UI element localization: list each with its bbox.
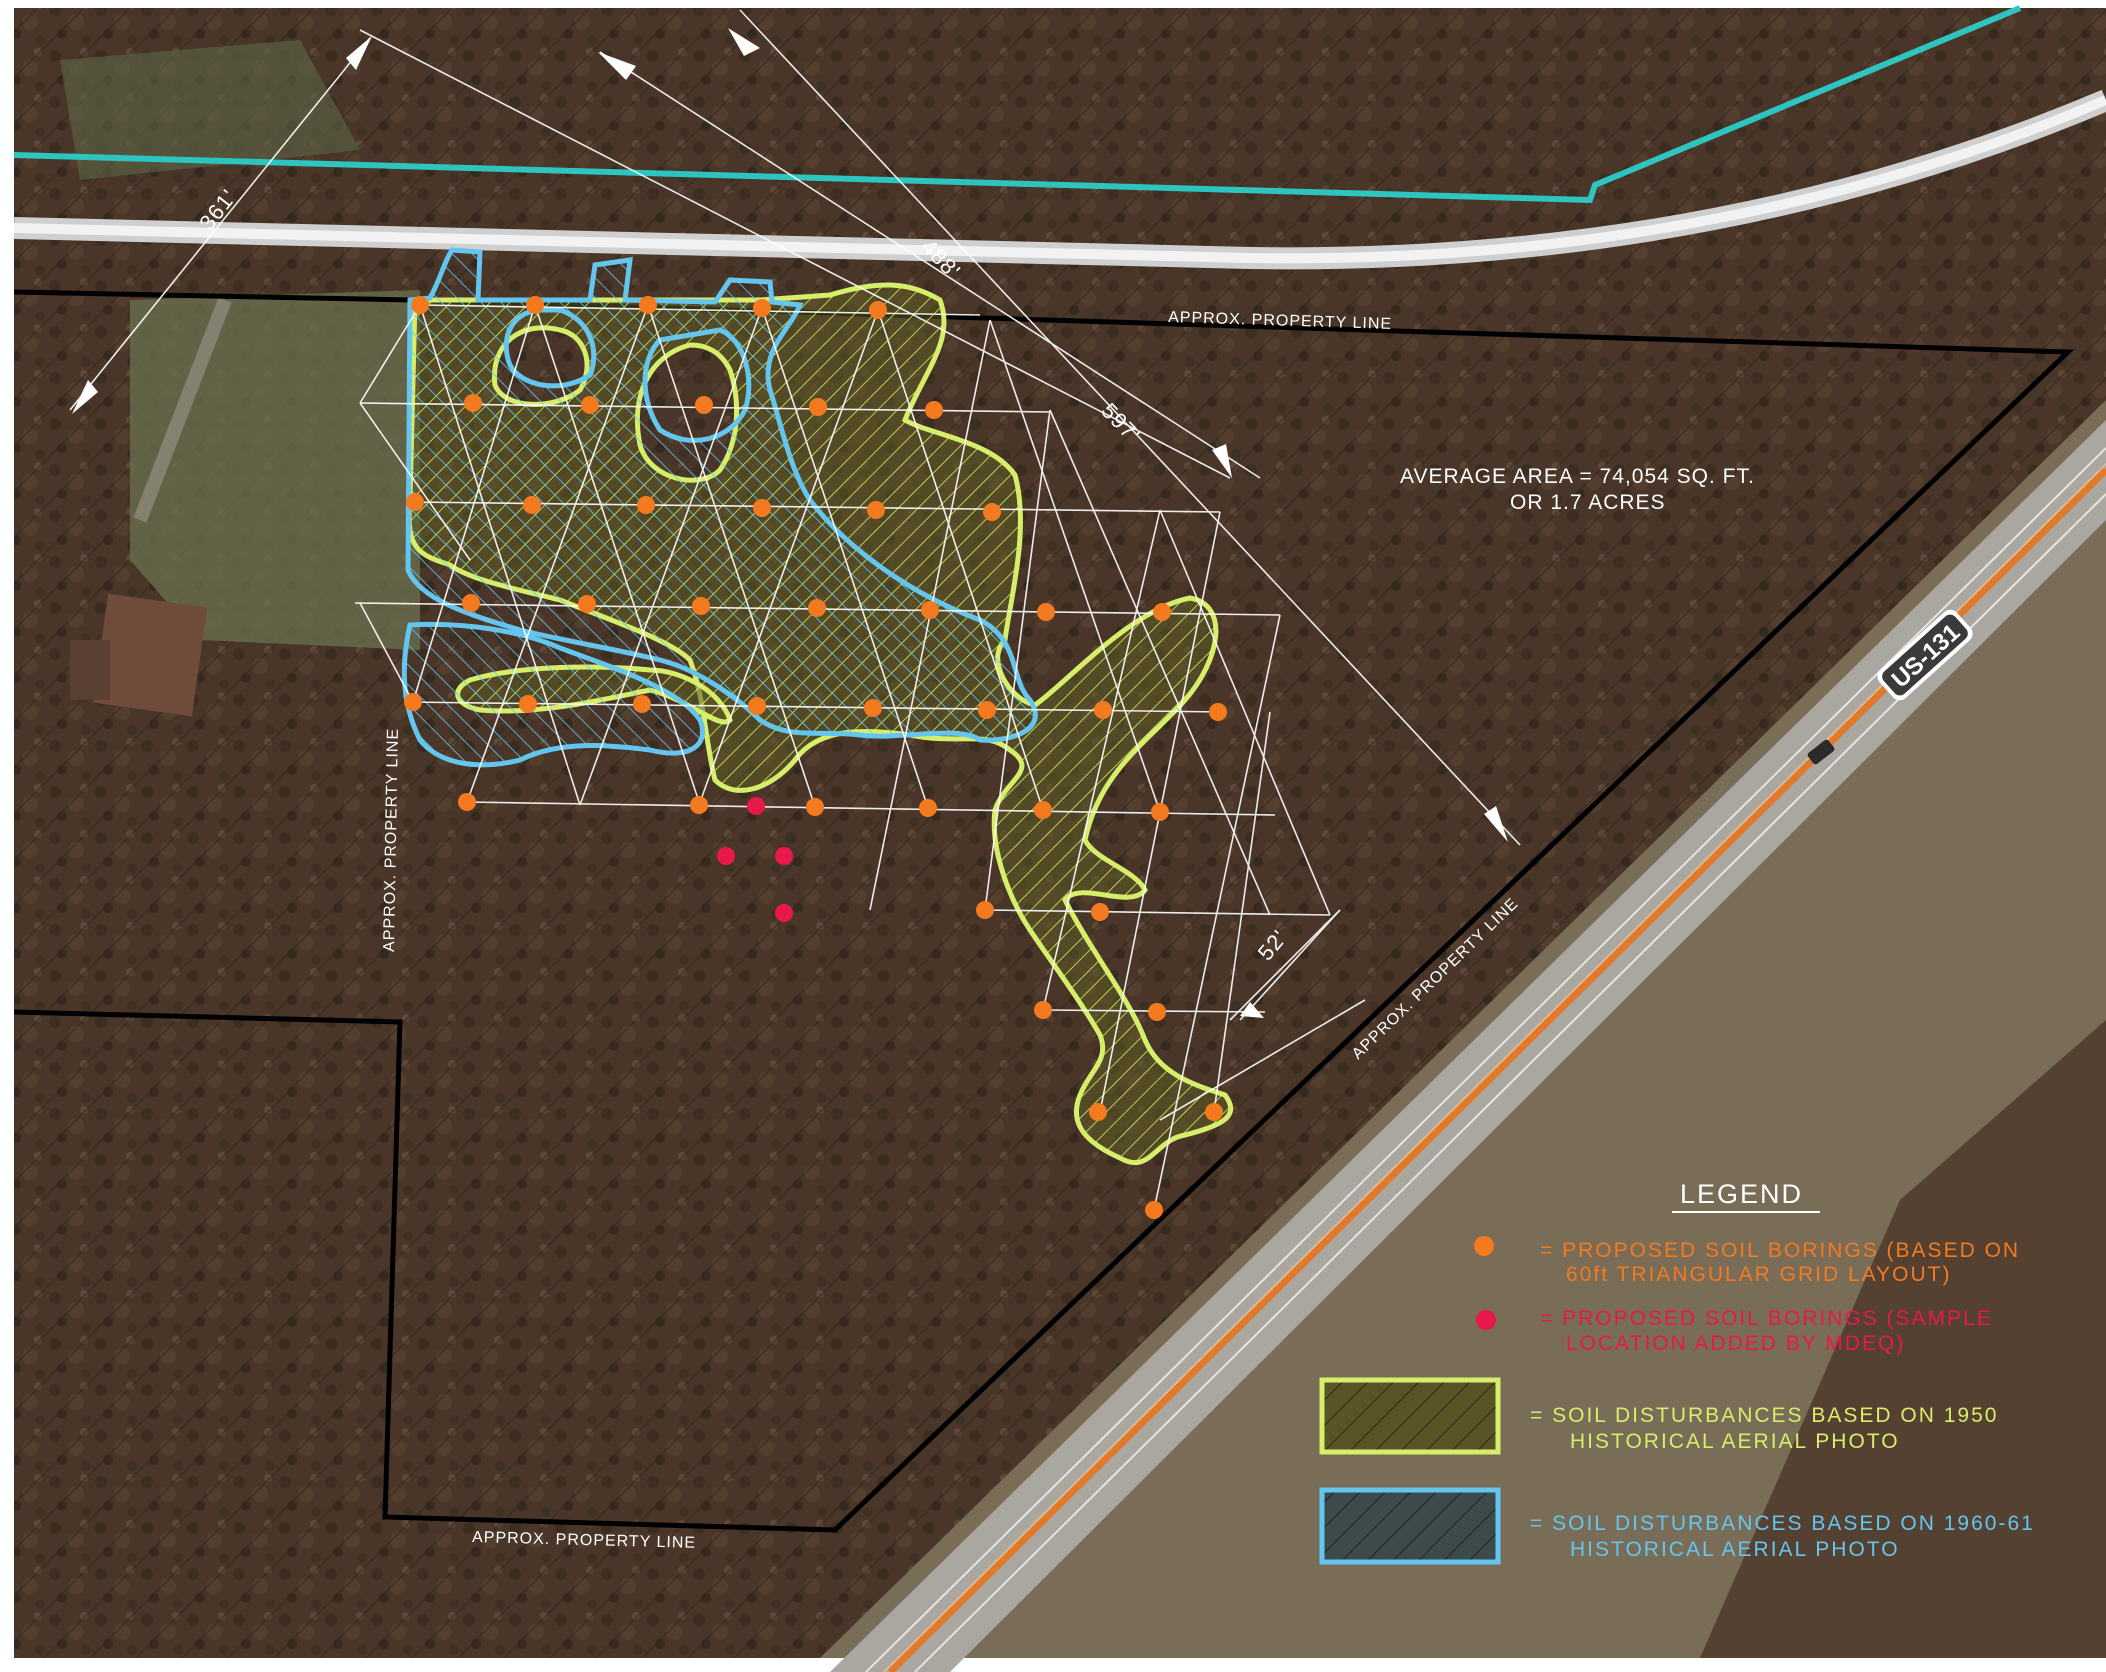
soil-boring-point xyxy=(1205,1103,1223,1121)
soil-boring-point xyxy=(1153,603,1171,621)
soil-boring-point xyxy=(1034,1001,1052,1019)
soil-boring-point xyxy=(976,901,994,919)
legend-mdeq-line1: = PROPOSED SOIL BORINGS (SAMPLE xyxy=(1540,1307,1993,1330)
house xyxy=(92,593,208,717)
soil-boring-point xyxy=(1034,801,1052,819)
soil-boring-point xyxy=(806,798,824,816)
legend-1950-line2: HISTORICAL AERIAL PHOTO xyxy=(1570,1430,1900,1453)
orange-dot-icon xyxy=(1474,1236,1494,1256)
soil-boring-point xyxy=(526,296,544,314)
soil-boring-point xyxy=(978,701,996,719)
soil-boring-point xyxy=(1209,703,1227,721)
mdeq-boring-point xyxy=(747,797,765,815)
soil-boring-point xyxy=(464,394,482,412)
soil-boring-point xyxy=(921,601,939,619)
soil-boring-point xyxy=(578,595,596,613)
red-dot-icon xyxy=(1476,1310,1496,1330)
soil-boring-point xyxy=(748,697,766,715)
legend-1950-line1: = SOIL DISTURBANCES BASED ON 1950 xyxy=(1530,1404,1998,1427)
soil-boring-point xyxy=(1037,603,1055,621)
soil-boring-point xyxy=(925,401,943,419)
soil-boring-point xyxy=(406,493,424,511)
soil-boring-point xyxy=(867,501,885,519)
soil-boring-point xyxy=(581,396,599,414)
soil-boring-point xyxy=(411,296,429,314)
soil-boring-point xyxy=(639,296,657,314)
legend-boring-line2: 60ft TRIANGULAR GRID LAYOUT) xyxy=(1566,1263,1951,1286)
mdeq-borings-layer xyxy=(717,797,793,922)
soil-boring-point xyxy=(919,799,937,817)
property-line-label-bottom: APPROX. PROPERTY LINE xyxy=(472,1529,696,1552)
soil-boring-point xyxy=(519,695,537,713)
soil-boring-point xyxy=(690,796,708,814)
soil-boring-point xyxy=(637,496,655,514)
highway-us-131 xyxy=(830,420,2106,1672)
teal-boundary-line xyxy=(13,5,2022,204)
soil-boring-point xyxy=(1094,701,1112,719)
mdeq-boring-point xyxy=(775,847,793,865)
legend-1950-swatch xyxy=(1319,1377,1501,1455)
soil-boring-point xyxy=(753,499,771,517)
legend-mdeq-line2: LOCATION ADDED BY MDEQ) xyxy=(1566,1332,1905,1355)
soil-boring-point xyxy=(983,503,1001,521)
soil-boring-point xyxy=(695,396,713,414)
legend-1960-line1: = SOIL DISTURBANCES BASED ON 1960-61 xyxy=(1530,1512,2035,1535)
soil-boring-point xyxy=(458,793,476,811)
legend-boring-line1: = PROPOSED SOIL BORINGS (BASED ON xyxy=(1540,1239,2020,1262)
average-area-label: AVERAGE AREA = 74,054 SQ. FT. xyxy=(1400,465,1755,488)
soil-boring-point xyxy=(864,699,882,717)
borings-layer xyxy=(404,296,1227,1219)
soil-boring-point xyxy=(1148,1003,1166,1021)
soil-boring-point xyxy=(753,299,771,317)
soil-boring-point xyxy=(1091,903,1109,921)
acres-label: OR 1.7 ACRES xyxy=(1510,491,1666,514)
soil-boring-point xyxy=(633,695,651,713)
soil-boring-point xyxy=(1089,1103,1107,1121)
legend-title: LEGEND xyxy=(1680,1179,1803,1209)
soil-boring-point xyxy=(808,599,826,617)
legend-1960-swatch xyxy=(1319,1487,1501,1565)
dimension-arrows xyxy=(72,28,1508,1018)
soil-boring-point xyxy=(404,693,422,711)
mdeq-boring-point xyxy=(717,847,735,865)
legend: LEGEND = PROPOSED SOIL BORINGS (BASED ON… xyxy=(1319,1179,2035,1565)
soil-boring-point xyxy=(523,496,541,514)
soil-boring-point xyxy=(1151,803,1169,821)
soil-boring-point xyxy=(869,301,887,319)
soil-boring-point xyxy=(809,398,827,416)
grass-clearing xyxy=(130,290,420,650)
soil-boring-point xyxy=(1145,1201,1163,1219)
property-line-label-left: APPROX. PROPERTY LINE xyxy=(381,728,402,952)
soil-boring-point xyxy=(692,597,710,615)
legend-1960-line2: HISTORICAL AERIAL PHOTO xyxy=(1570,1538,1900,1561)
mdeq-boring-point xyxy=(775,904,793,922)
soil-boring-point xyxy=(462,594,480,612)
car xyxy=(1807,739,1835,765)
